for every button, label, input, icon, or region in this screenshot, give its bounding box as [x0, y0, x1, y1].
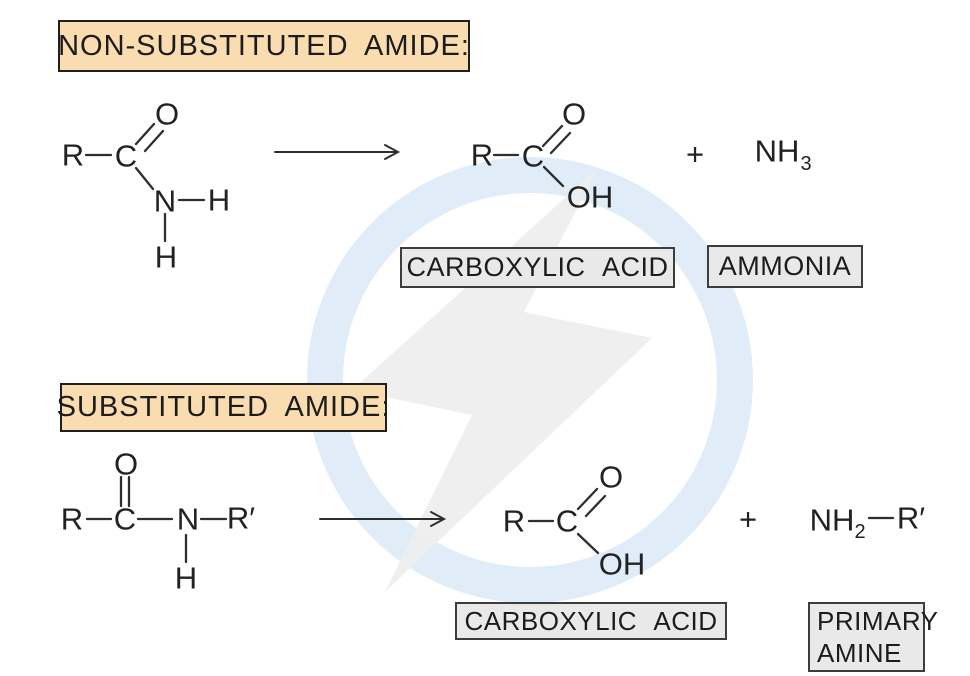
label-carboxylic-acid: CARBOXYLIC ACID — [400, 247, 675, 288]
label-primary-amine-line1: PRIMARY — [817, 606, 939, 636]
atom-r-prime: R′ — [226, 500, 256, 536]
reaction1-product-bonds — [492, 124, 572, 188]
atom-r: R — [502, 503, 526, 539]
atom-r-prime: R′ — [896, 500, 926, 536]
ammonia-formula: NH — [754, 133, 800, 169]
atom-c: C — [113, 501, 137, 537]
atom-c: C — [114, 138, 138, 174]
reaction1-arrow — [274, 144, 401, 160]
label-ammonia: AMMONIA — [707, 245, 863, 288]
section-title-substituted: SUBSTITUTED AMIDE: — [57, 383, 389, 432]
plus-sign: + — [685, 136, 705, 172]
watermark-ring — [307, 157, 753, 603]
plus-sign: + — [738, 501, 758, 537]
atom-o: O — [561, 96, 587, 132]
ammonia-subscript: 3 — [800, 153, 812, 175]
label-carboxylic-acid: CARBOXYLIC ACID — [455, 602, 727, 640]
atom-r: R — [470, 137, 494, 173]
reaction2-arrow — [319, 511, 447, 527]
reaction2-product-bonds — [527, 487, 607, 555]
atom-r: R — [61, 137, 85, 173]
label-primary-amine-line2: AMINE — [817, 638, 902, 668]
atom-n: N — [176, 501, 200, 537]
reaction1-reactant-bonds — [84, 122, 206, 243]
atom-oh: OH — [598, 546, 646, 582]
atom-h: H — [207, 182, 231, 218]
atom-oh: OH — [566, 179, 614, 215]
atom-o: O — [154, 96, 180, 132]
atom-c: C — [521, 138, 545, 174]
atom-n: N — [153, 183, 177, 219]
atom-r: R — [60, 501, 84, 537]
atom-o: O — [598, 459, 624, 495]
watermark-bolt-icon — [352, 168, 652, 592]
reaction2-reactant-bonds — [85, 475, 228, 564]
section-title-non-substituted: NON-SUBSTITUTED AMIDE: — [58, 20, 470, 72]
label-primary-amine: PRIMARY AMINE — [808, 602, 938, 672]
atom-c: C — [555, 503, 579, 539]
atom-h: H — [174, 560, 198, 596]
atom-o: O — [113, 446, 139, 482]
amine-subscript: 2 — [854, 521, 866, 543]
atom-h: H — [154, 239, 178, 275]
amine-formula: NH — [809, 502, 855, 538]
